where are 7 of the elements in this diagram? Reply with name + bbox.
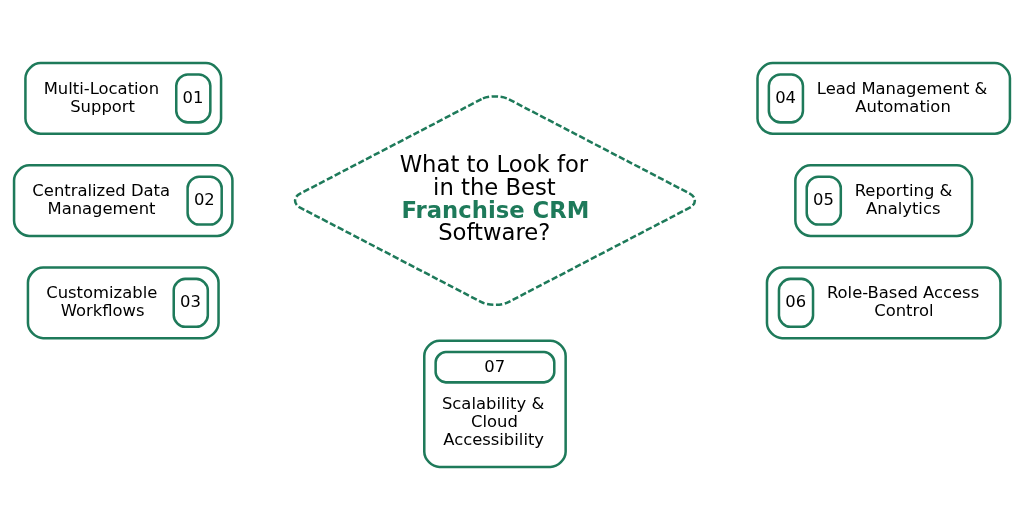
node-box: Multi-Location Support 01 <box>24 61 223 135</box>
node-box: 05 Reporting & Analytics <box>794 164 974 238</box>
node-box: Customizable Workflows 03 <box>26 266 220 340</box>
node-box: 07 Scalability & Cloud Accessibility <box>423 339 567 469</box>
node-box: 04 Lead Management & Automation <box>756 61 1012 135</box>
node-box: Centralized Data Management 02 <box>12 164 234 238</box>
node-box: 06 Role-Based Access Control <box>765 266 1002 340</box>
